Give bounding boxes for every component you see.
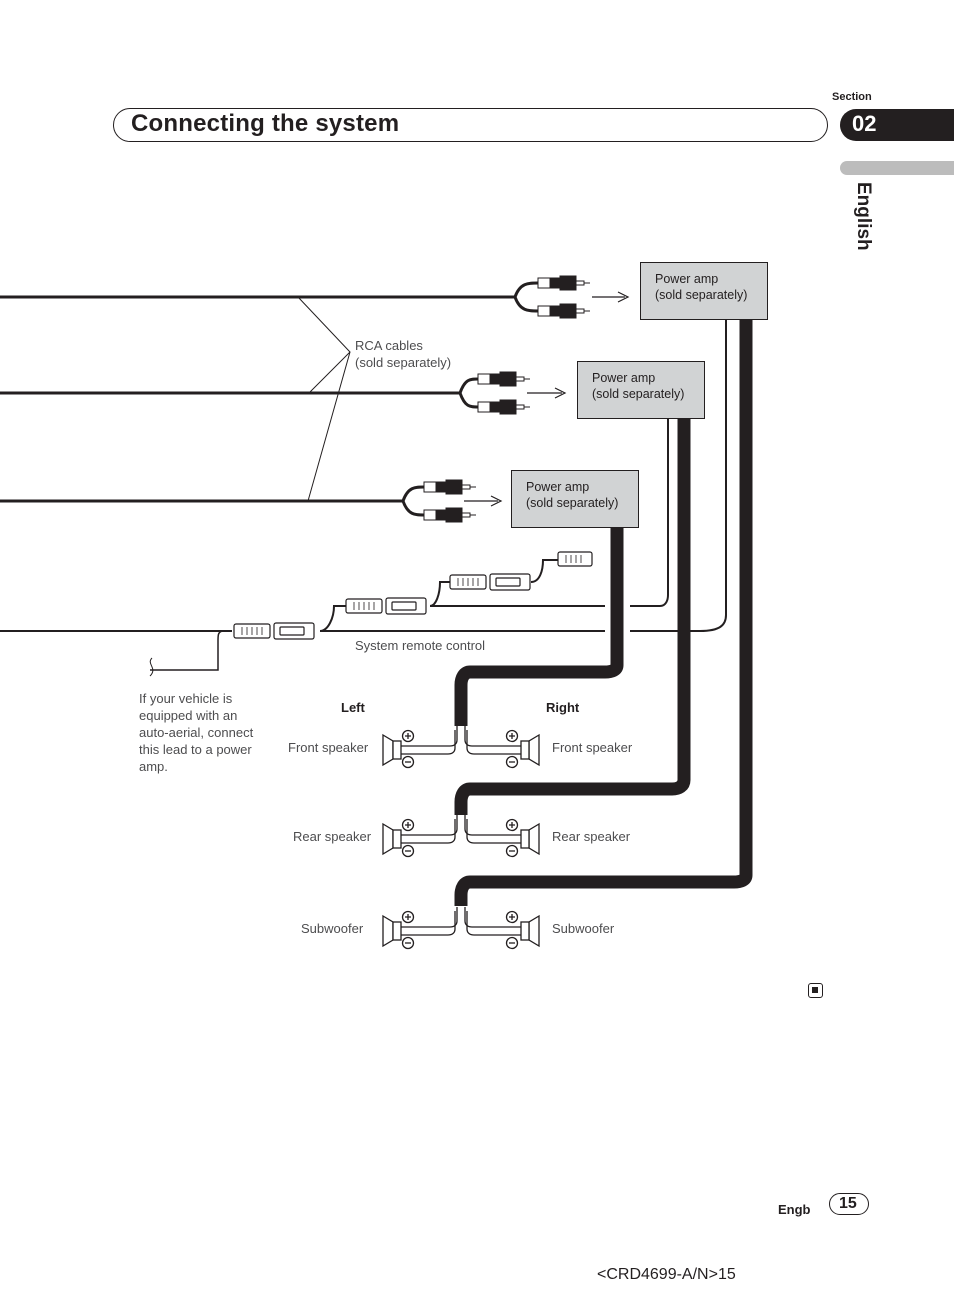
page-number-badge <box>829 1193 869 1215</box>
system-remote-label: System remote control <box>355 638 486 653</box>
section-tab <box>840 109 954 141</box>
power-amp-2-note: (sold separately) <box>592 387 685 401</box>
left-heading: Left <box>341 700 365 715</box>
power-amp-3: Power amp (sold separately) <box>511 470 639 528</box>
power-amp-1-note: (sold separately) <box>655 288 748 302</box>
footer-language-code: Engb <box>778 1202 811 1217</box>
power-amp-3-note: (sold separately) <box>526 496 619 510</box>
end-of-section-icon <box>808 983 823 998</box>
section-number: 02 <box>852 111 877 136</box>
document-code: <CRD4699-A/N>15 <box>597 1266 736 1283</box>
front-speaker-right-label: Front speaker <box>552 740 633 755</box>
power-amp-3-label: Power amp <box>526 480 590 494</box>
page-number: 15 <box>839 1195 857 1212</box>
header-bar <box>113 108 828 142</box>
rca-cables-label: RCA cables (sold separately) <box>355 338 452 370</box>
auto-aerial-note: If your vehicle is equipped with an auto… <box>139 691 254 774</box>
subwoofer-right-label: Subwoofer <box>552 921 615 936</box>
power-amp-2-label: Power amp <box>592 371 656 385</box>
right-heading: Right <box>546 700 580 715</box>
section-label: Section <box>832 91 872 103</box>
page-title: Connecting the system <box>131 110 400 137</box>
power-amp-1: Power amp (sold separately) <box>640 262 768 320</box>
power-amp-1-label: Power amp <box>655 272 719 286</box>
subwoofer-left-label: Subwoofer <box>301 921 364 936</box>
power-amp-2: Power amp (sold separately) <box>577 361 705 419</box>
rear-speaker-left-label: Rear speaker <box>293 829 372 844</box>
language-tab <box>840 161 954 175</box>
rear-speaker-right-label: Rear speaker <box>552 829 631 844</box>
front-speaker-left-label: Front speaker <box>288 740 369 755</box>
